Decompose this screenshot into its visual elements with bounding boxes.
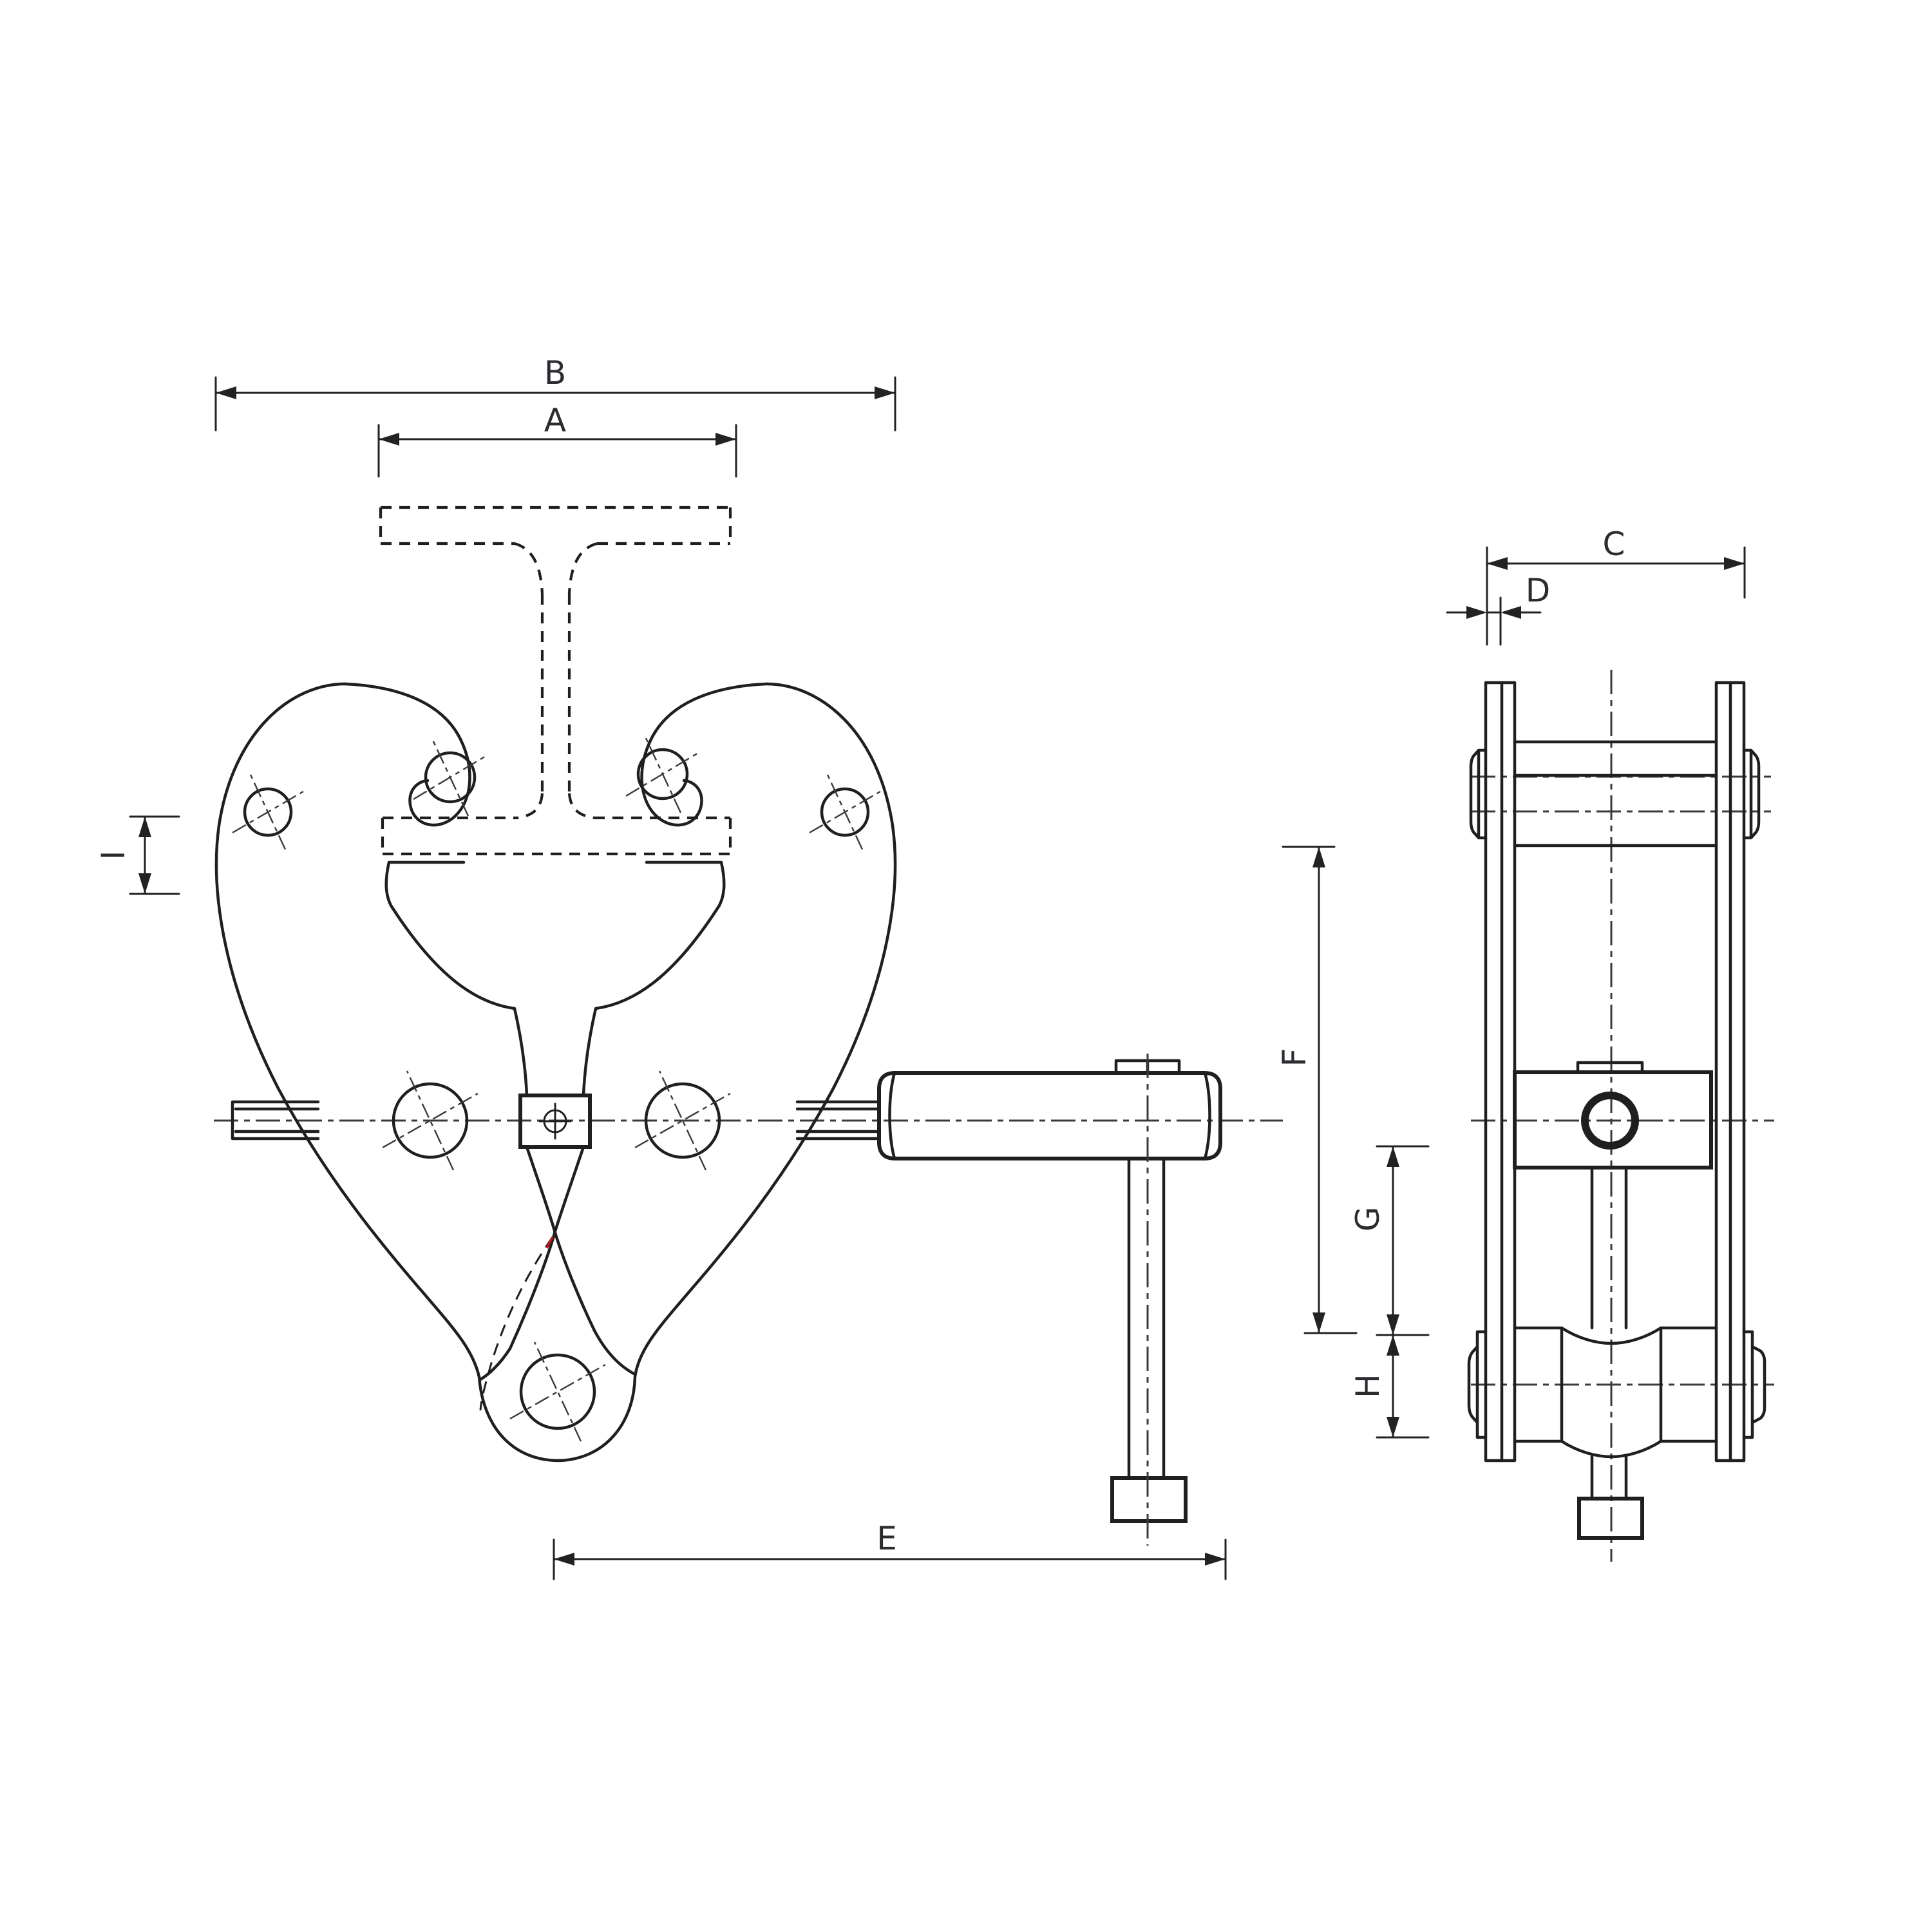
jaw-arm-left-edge bbox=[525, 1145, 637, 1376]
dimension-label-A: A bbox=[544, 402, 566, 439]
screw-foot-side bbox=[1577, 1497, 1644, 1540]
jaw-arm-right-edge bbox=[478, 1145, 585, 1381]
right-jaw-hook bbox=[640, 682, 768, 827]
dimension-G: G bbox=[1349, 1145, 1430, 1336]
screw-block-side bbox=[1513, 1061, 1713, 1330]
roller-axle-washer-left bbox=[1475, 1330, 1488, 1439]
screw-block-outline bbox=[1513, 1070, 1713, 1170]
beam-top-flange bbox=[379, 506, 732, 545]
dimension-label-B: B bbox=[544, 354, 566, 392]
rivet-hole-top-left-outer bbox=[232, 774, 304, 850]
front-view: B A I E bbox=[95, 354, 1283, 1580]
roller-assembly bbox=[1467, 1326, 1766, 1540]
dimension-B: B bbox=[214, 354, 896, 431]
pivot-hole-bottom bbox=[509, 1341, 606, 1442]
screw-channel-upper bbox=[1590, 1166, 1628, 1330]
roller-waists bbox=[1560, 1326, 1663, 1443]
roller-top-edge bbox=[1513, 1326, 1718, 1345]
jaw-swing-arc bbox=[479, 1236, 554, 1411]
rivet-hole-top-right-outer bbox=[809, 774, 881, 850]
suspension-crossbar bbox=[1469, 740, 1761, 848]
dimension-label-E: E bbox=[876, 1520, 897, 1557]
dimension-label-C: C bbox=[1603, 526, 1625, 563]
crossbar-hex-left bbox=[1469, 748, 1488, 840]
jaw-swing-arc-red-segment bbox=[545, 1236, 554, 1249]
crossbar-hex-right bbox=[1742, 748, 1761, 840]
screw-channel-lower bbox=[1590, 1455, 1628, 1501]
inner-cavity-left bbox=[384, 860, 529, 1097]
screw-nut-block-hole-cross bbox=[538, 1103, 572, 1140]
rivet-hole-top-right-inner bbox=[625, 735, 700, 813]
left-side-plate bbox=[1484, 681, 1517, 1463]
left-jaw-hook bbox=[343, 682, 471, 827]
roller-axle-hex-right bbox=[1750, 1345, 1766, 1425]
clamp-body bbox=[214, 682, 897, 1463]
dimension-label-F: F bbox=[1276, 1048, 1313, 1067]
screw-block-tab bbox=[1576, 1061, 1644, 1074]
dimension-label-G: G bbox=[1349, 1207, 1387, 1232]
dimension-C: C bbox=[1486, 526, 1746, 646]
side-view: C D F G H bbox=[1276, 526, 1774, 1562]
roller-axle-washer-right bbox=[1742, 1330, 1754, 1439]
dimension-label-D: D bbox=[1526, 572, 1551, 609]
pivot-hole-right bbox=[634, 1070, 731, 1171]
pivot-hole-left bbox=[382, 1070, 478, 1171]
screw-cross-section bbox=[1581, 1092, 1639, 1150]
roller-axle-hex-left bbox=[1467, 1345, 1479, 1425]
rivet-hole-top-left-inner bbox=[413, 738, 488, 817]
tommy-bar bbox=[1127, 1157, 1166, 1480]
inner-cavity-right bbox=[582, 860, 726, 1097]
tommy-bar-foot bbox=[1110, 1476, 1188, 1523]
dimension-H: H bbox=[1349, 1334, 1430, 1439]
screw-nut-block bbox=[518, 1094, 592, 1149]
clamp-outer-outline bbox=[214, 682, 897, 1463]
beam-bottom-flange bbox=[381, 816, 732, 856]
right-side-plate bbox=[1714, 681, 1746, 1463]
screw-stub-right bbox=[795, 1100, 881, 1141]
clamp-screw-assembly bbox=[231, 1054, 1222, 1546]
screw-stub-left bbox=[231, 1100, 320, 1141]
roller-bottom-edge bbox=[1513, 1439, 1718, 1459]
dimension-label-I: I bbox=[95, 851, 132, 860]
dimension-D: D bbox=[1446, 572, 1551, 646]
handle-end-arcs bbox=[888, 1071, 1211, 1160]
dimension-F: F bbox=[1276, 846, 1358, 1334]
dimension-E: E bbox=[553, 1520, 1227, 1580]
beam-web bbox=[514, 542, 598, 820]
dimension-label-H: H bbox=[1349, 1374, 1387, 1398]
handle-body bbox=[877, 1071, 1222, 1160]
dimension-A: A bbox=[377, 402, 737, 478]
beam-profile-dashed bbox=[379, 506, 732, 856]
dimension-I: I bbox=[95, 815, 180, 895]
